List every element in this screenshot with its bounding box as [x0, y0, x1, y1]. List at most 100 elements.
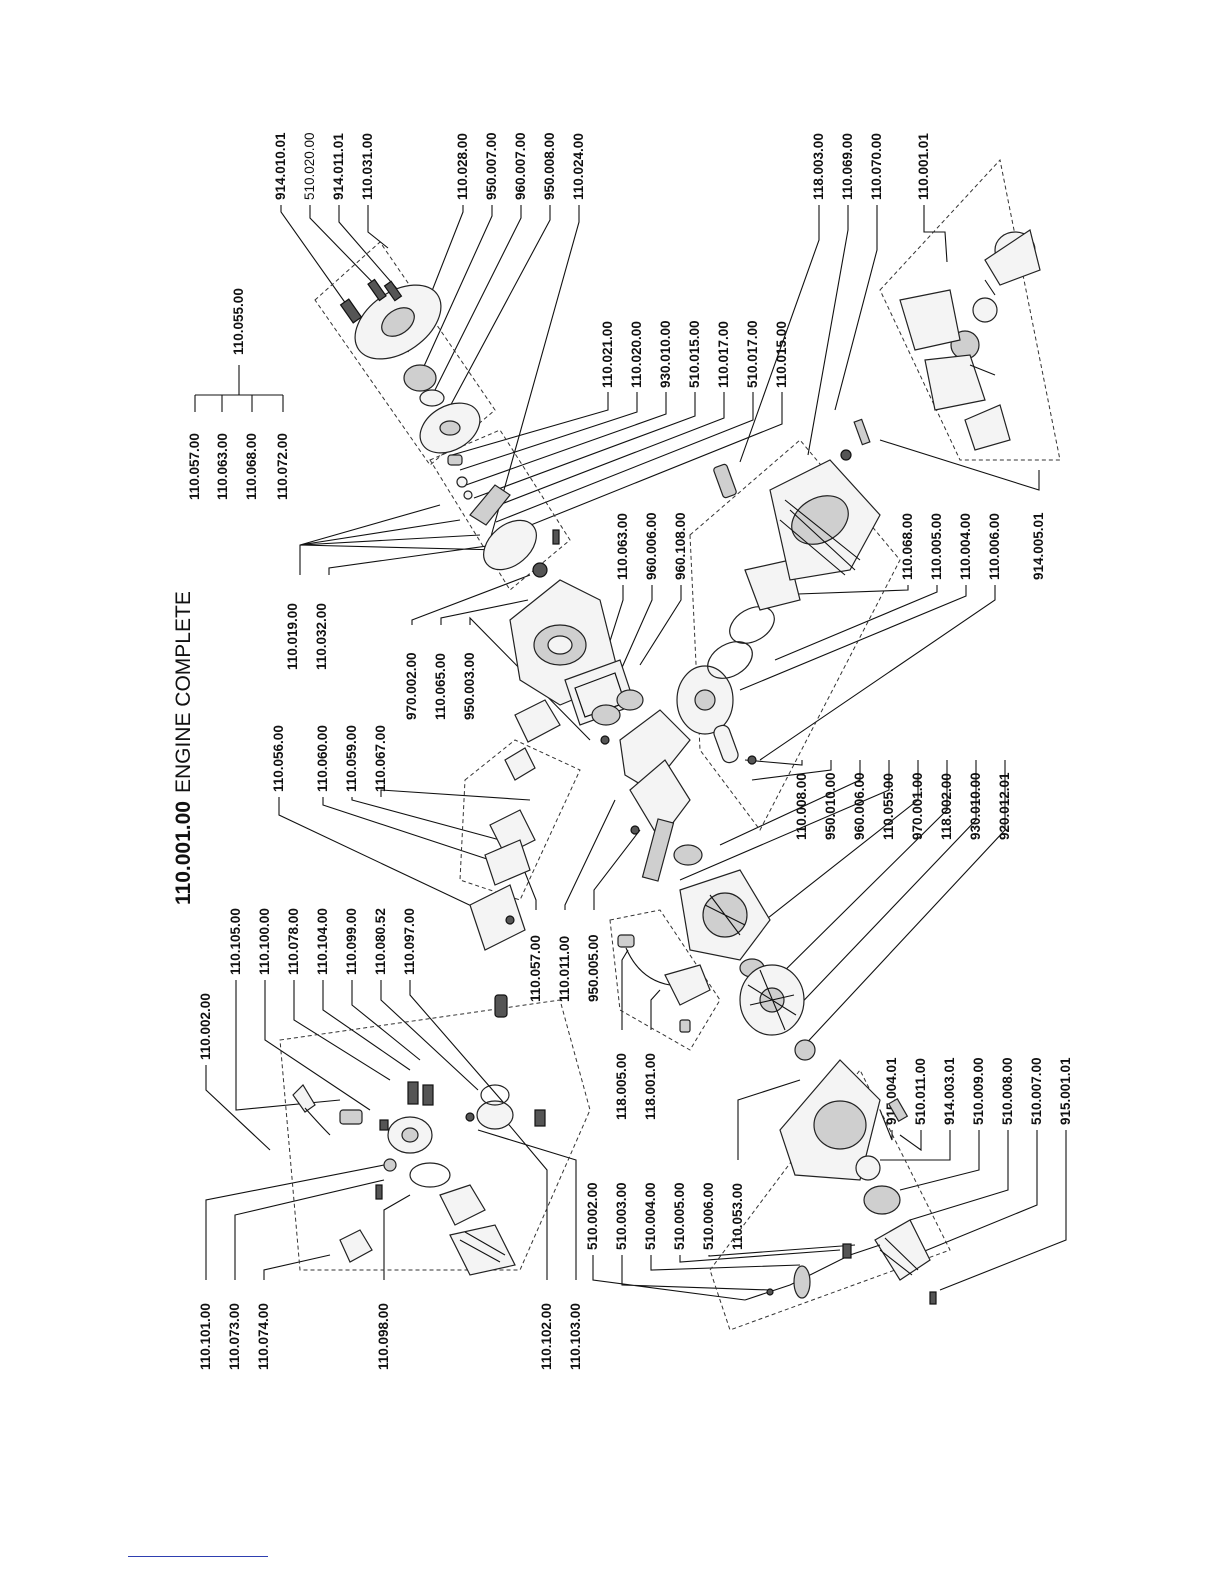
leader [592, 1079, 856, 1301]
part-label: 110.078.00 [286, 908, 301, 975]
part-label: 930.010.00 [658, 320, 673, 388]
footer-rule [128, 1556, 268, 1557]
part-label: 914.010.01 [273, 132, 288, 200]
part-label: 110.098.00 [376, 1303, 391, 1370]
flywheel-drawing [739, 964, 816, 1061]
part-label: 110.060.00 [315, 725, 330, 792]
part-label: 510.011.00 [913, 1058, 928, 1125]
labels-ignition: 118.005.00 118.001.00 [614, 1053, 658, 1120]
crank-shaft-parts-drawing [447, 454, 560, 578]
part-label: 110.099.00 [344, 908, 359, 975]
part-label: 110.070.00 [869, 133, 884, 200]
part-label: 960.006.00 [644, 512, 659, 580]
part-label: 110.068.00 [900, 513, 915, 580]
leader [879, 1109, 1067, 1291]
reed-valve-drawing [469, 699, 561, 1018]
part-label: 510.006.00 [701, 1182, 716, 1250]
part-label: 110.105.00 [228, 908, 243, 975]
part-label: 950.010.00 [823, 772, 838, 840]
leader [205, 1119, 577, 1280]
svg-text:110.001.00ENGINE COMPLETE: 110.001.00ENGINE COMPLETE [172, 591, 195, 905]
part-label: 110.021.00 [600, 321, 615, 388]
group-member: 110.072.00 [275, 433, 290, 500]
part-label: 110.069.00 [840, 133, 855, 200]
labels-cylinder-top: 118.003.00 110.069.00 110.070.00 110.001… [811, 133, 931, 200]
part-label: 110.053.00 [730, 1183, 745, 1250]
labels-top-right: 914.010.01 510.020.00 914.011.01 110.031… [273, 132, 586, 200]
part-label: 510.002.00 [585, 1182, 600, 1250]
part-label: 510.007.00 [1029, 1057, 1044, 1125]
part-label: 110.032.00 [314, 603, 329, 670]
part-label: 510.004.00 [643, 1182, 658, 1250]
part-label: 914.005.01 [1031, 512, 1046, 580]
part-label: 118.001.00 [643, 1053, 658, 1120]
part-label: 110.056.00 [271, 725, 286, 792]
part-label: 950.005.00 [586, 934, 601, 1002]
part-label: 914.011.01 [331, 133, 346, 200]
part-label: 110.015.00 [774, 321, 789, 388]
part-label: 110.103.00 [568, 1303, 583, 1370]
group-member: 110.068.00 [244, 433, 259, 500]
part-label: 960.007.00 [513, 132, 528, 200]
labels-starter-right: 915.004.01 510.011.00 914.003.01 510.009… [884, 1057, 1073, 1125]
part-label: 110.102.00 [539, 1303, 554, 1370]
part-label: 110.006.00 [987, 513, 1002, 580]
part-label: 510.015.00 [687, 320, 702, 388]
part-label: 110.080.52 [373, 908, 388, 975]
part-label: 110.074.00 [256, 1303, 271, 1370]
leader [299, 504, 531, 575]
part-label: 950.003.00 [462, 652, 477, 720]
ignition-coil-drawing [617, 934, 711, 1033]
part-label: 118.003.00 [811, 133, 826, 200]
part-label: 110.101.00 [198, 1303, 213, 1370]
part-label: 110.017.00 [716, 321, 731, 388]
engine-inset-drawing [899, 229, 1041, 451]
starter-housing-drawing [779, 1059, 937, 1305]
part-label: 510.017.00 [745, 320, 760, 388]
leader [739, 439, 1040, 761]
group-member: 110.063.00 [215, 433, 230, 500]
part-label: 110.005.00 [929, 513, 944, 580]
part-label: 950.007.00 [484, 132, 499, 200]
group-member: 110.057.00 [187, 433, 202, 500]
labels-reed-col: 110.056.00 110.060.00 110.059.00 110.067… [271, 725, 388, 792]
leader [519, 799, 641, 910]
part-label: 960.006.00 [852, 772, 867, 840]
title-code: 110.001.00 [172, 801, 195, 905]
part-label: 110.004.00 [958, 513, 973, 580]
piston-drawing [676, 606, 775, 765]
part-label: 110.020.00 [629, 321, 644, 388]
part-label: 510.005.00 [672, 1182, 687, 1250]
part-label: 110.011.00 [557, 936, 572, 1002]
part-label: 118.005.00 [614, 1053, 629, 1120]
crankshaft-drawing [591, 689, 703, 882]
part-label: 110.002.00 [198, 993, 213, 1060]
part-label: 110.100.00 [257, 908, 272, 975]
part-label: 110.067.00 [373, 725, 388, 792]
part-label: 110.059.00 [344, 725, 359, 792]
part-label: 110.019.00 [285, 603, 300, 670]
part-label: 510.008.00 [1000, 1057, 1015, 1125]
leader [621, 949, 661, 1030]
diagram-title: 110.001.00ENGINE COMPLETE [172, 591, 195, 905]
part-label: 510.020.00 [302, 132, 317, 200]
labels-starter-left: 510.002.00 510.003.00 510.004.00 510.005… [585, 1182, 745, 1250]
part-label: 110.065.00 [433, 653, 448, 720]
part-label: 510.003.00 [614, 1182, 629, 1250]
labels-lower-center: 110.008.00 950.010.00 960.006.00 110.055… [794, 772, 1012, 840]
part-label: 110.063.00 [615, 513, 630, 580]
leader [205, 980, 511, 1151]
part-label: 960.108.00 [673, 512, 688, 580]
part-label: 110.024.00 [571, 133, 586, 200]
leaders-top [280, 205, 948, 541]
leader [679, 759, 1006, 1051]
part-label: 110.073.00 [227, 1303, 242, 1370]
part-label: 950.008.00 [542, 132, 557, 200]
labels-crank-bottom: 110.057.00 110.011.00 950.005.00 [528, 934, 601, 1002]
leaders-mid-right [451, 392, 783, 536]
part-label: 110.031.00 [360, 133, 375, 200]
labels-piston-col: 110.063.00 960.006.00 960.108.00 [615, 512, 688, 580]
labels-gasket-col: 970.002.00 110.065.00 950.003.00 [404, 652, 477, 720]
leader [278, 789, 531, 911]
